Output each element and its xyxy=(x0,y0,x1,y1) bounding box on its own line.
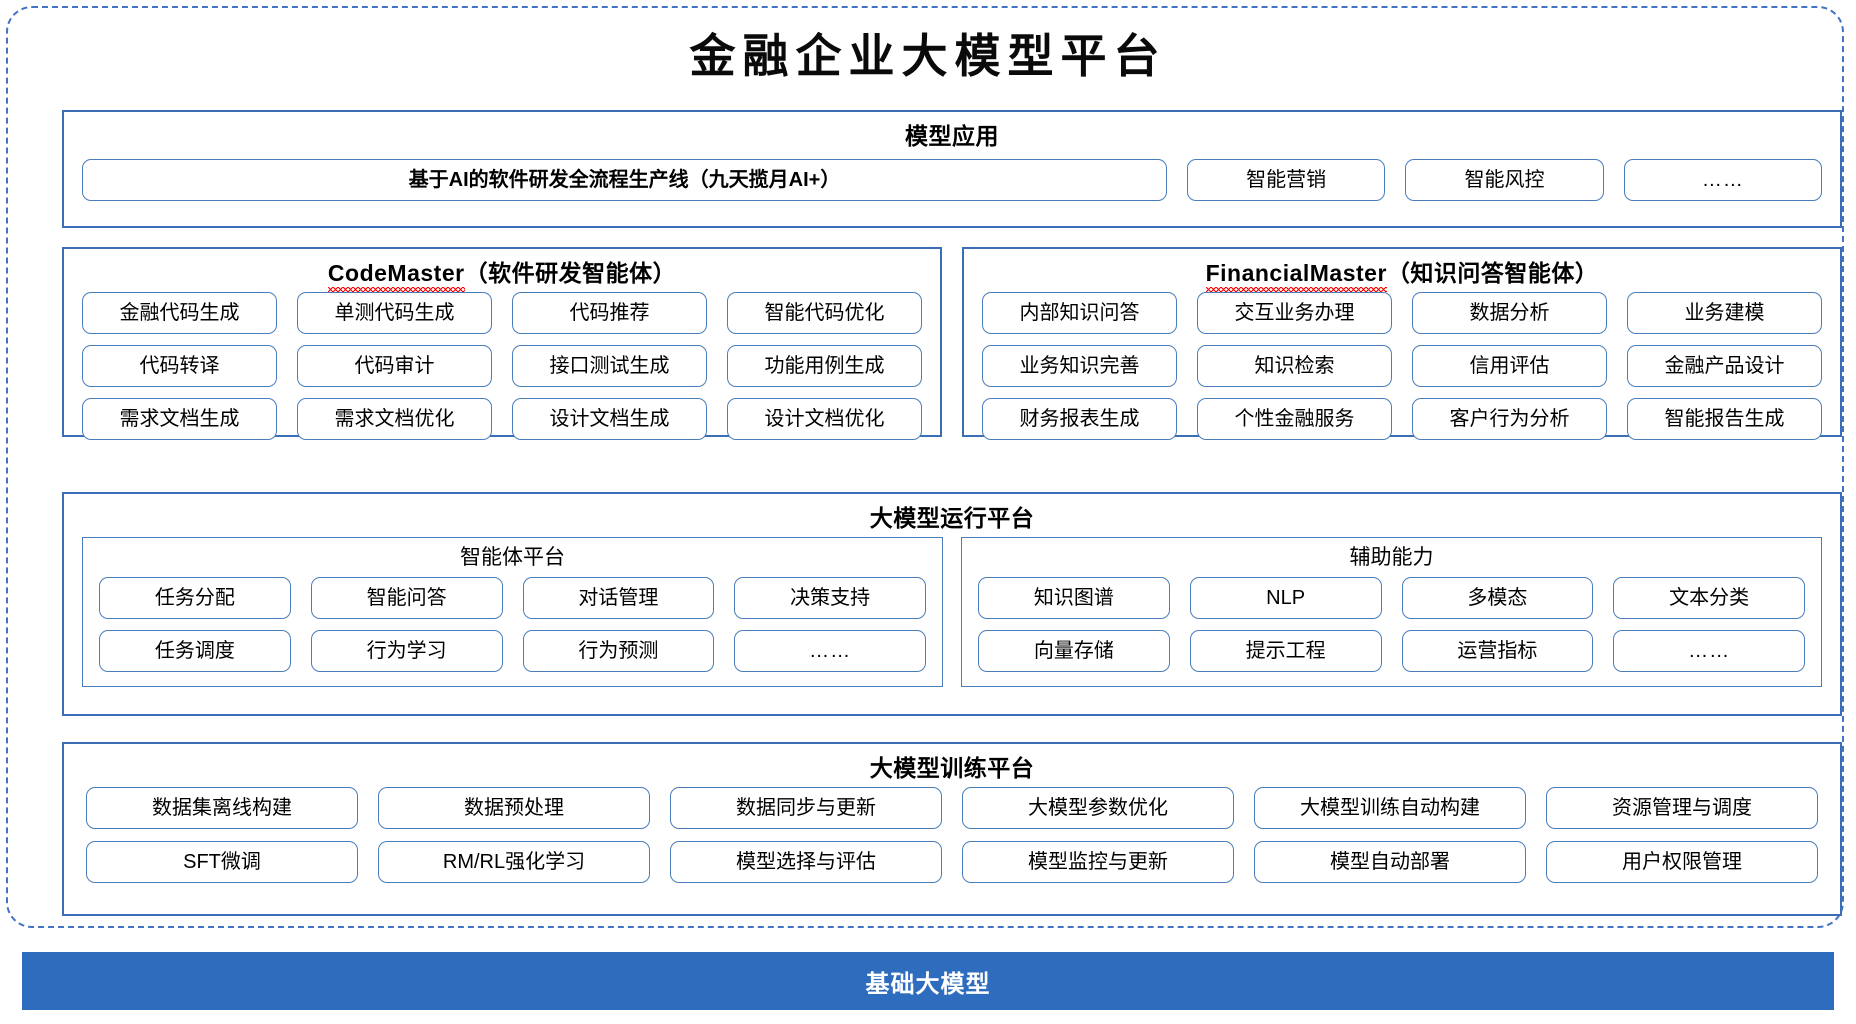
chip-support-capability-1-2[interactable]: NLP xyxy=(1189,577,1382,619)
chip-financial-master-2-2[interactable]: 知识检索 xyxy=(1197,345,1392,387)
chip-code-master-1-2[interactable]: 单测代码生成 xyxy=(297,292,492,334)
chip-code-master-3-3[interactable]: 设计文档生成 xyxy=(512,398,707,440)
chip-financial-master-3-4[interactable]: 智能报告生成 xyxy=(1627,398,1822,440)
chip-agent-platform-1-1[interactable]: 任务分配 xyxy=(99,577,291,619)
chip-support-capability-2-2[interactable]: 提示工程 xyxy=(1189,630,1382,672)
chip-agent-platform-1-3[interactable]: 对话管理 xyxy=(522,577,715,619)
chip-training-2-5[interactable]: 模型自动部署 xyxy=(1254,841,1526,883)
code-master-row-2: 代码转译 代码审计 接口测试生成 功能用例生成 xyxy=(82,345,922,387)
support-capability-grid: 知识图谱 NLP 多模态 文本分类 向量存储 提示工程 运营指标 …… xyxy=(978,577,1805,672)
section-runtime-platform: 大模型运行平台 智能体平台 任务分配 智能问答 对话管理 决策支持 任务调度 行… xyxy=(62,492,1842,716)
chip-code-master-2-3[interactable]: 接口测试生成 xyxy=(512,345,707,387)
chip-support-capability-1-1[interactable]: 知识图谱 xyxy=(978,577,1170,619)
chip-training-1-5[interactable]: 大模型训练自动构建 xyxy=(1254,787,1526,829)
sub-title-agent-platform: 智能体平台 xyxy=(460,546,565,569)
chip-support-capability-1-3[interactable]: 多模态 xyxy=(1401,577,1594,619)
chip-code-master-3-1[interactable]: 需求文档生成 xyxy=(82,398,277,440)
chip-code-master-1-3[interactable]: 代码推荐 xyxy=(512,292,707,334)
financial-master-row-1: 内部知识问答 交互业务办理 数据分析 业务建模 xyxy=(982,292,1822,334)
section-financial-master: FinancialMaster（知识问答智能体） 内部知识问答 交互业务办理 数… xyxy=(962,247,1842,440)
base-model-bar: 基础大模型 xyxy=(22,952,1834,1010)
agent-platform-grid: 任务分配 智能问答 对话管理 决策支持 任务调度 行为学习 行为预测 …… xyxy=(99,577,926,672)
chip-code-master-2-2[interactable]: 代码审计 xyxy=(297,345,492,387)
chip-financial-master-2-1[interactable]: 业务知识完善 xyxy=(982,345,1177,387)
chip-financial-master-1-2[interactable]: 交互业务办理 xyxy=(1197,292,1392,334)
chip-financial-master-1-1[interactable]: 内部知识问答 xyxy=(982,292,1177,334)
runtime-platform-columns: 智能体平台 任务分配 智能问答 对话管理 决策支持 任务调度 行为学习 行为预测… xyxy=(82,537,1822,687)
chip-agent-platform-1-2[interactable]: 智能问答 xyxy=(310,577,503,619)
page-title: 金融企业大模型平台 xyxy=(689,29,1167,83)
chip-smart-marketing[interactable]: 智能营销 xyxy=(1187,159,1386,201)
financial-master-grid: 内部知识问答 交互业务办理 数据分析 业务建模 业务知识完善 知识检索 信用评估… xyxy=(982,292,1822,440)
chip-support-capability-more[interactable]: …… xyxy=(1613,630,1805,672)
chip-more-applications[interactable]: …… xyxy=(1623,159,1822,201)
chip-training-2-6[interactable]: 用户权限管理 xyxy=(1546,841,1818,883)
chip-agent-platform-1-4[interactable]: 决策支持 xyxy=(734,577,926,619)
chip-code-master-1-4[interactable]: 智能代码优化 xyxy=(727,292,922,334)
chip-training-2-1[interactable]: SFT微调 xyxy=(86,841,358,883)
section-title-training-platform: 大模型训练平台 xyxy=(869,755,1035,781)
chip-code-master-3-4[interactable]: 设计文档优化 xyxy=(727,398,922,440)
training-platform-grid: 数据集离线构建 数据预处理 数据同步与更新 大模型参数优化 大模型训练自动构建 … xyxy=(86,787,1818,883)
base-model-label: 基础大模型 xyxy=(865,970,991,998)
panel-agent-platform: 智能体平台 任务分配 智能问答 对话管理 决策支持 任务调度 行为学习 行为预测… xyxy=(82,537,943,687)
financial-master-suffix: （知识问答智能体） xyxy=(1386,260,1599,286)
training-platform-row-1: 数据集离线构建 数据预处理 数据同步与更新 大模型参数优化 大模型训练自动构建 … xyxy=(86,787,1818,829)
section-title-model-application: 模型应用 xyxy=(905,123,999,149)
chip-training-2-3[interactable]: 模型选择与评估 xyxy=(670,841,942,883)
chip-support-capability-1-4[interactable]: 文本分类 xyxy=(1613,577,1805,619)
section-title-financial-master: FinancialMaster（知识问答智能体） xyxy=(964,258,1840,292)
code-master-row-1: 金融代码生成 单测代码生成 代码推荐 智能代码优化 xyxy=(82,292,922,334)
chip-financial-master-2-3[interactable]: 信用评估 xyxy=(1412,345,1607,387)
section-title-runtime-platform: 大模型运行平台 xyxy=(869,505,1035,531)
chip-code-master-2-1[interactable]: 代码转译 xyxy=(82,345,277,387)
chip-training-1-6[interactable]: 资源管理与调度 xyxy=(1546,787,1818,829)
panel-support-capability: 辅助能力 知识图谱 NLP 多模态 文本分类 向量存储 提示工程 运营指标 …… xyxy=(961,537,1822,687)
chip-support-capability-2-1[interactable]: 向量存储 xyxy=(978,630,1170,672)
section-title-code-master: CodeMaster（软件研发智能体） xyxy=(64,258,940,292)
code-master-row-3: 需求文档生成 需求文档优化 设计文档生成 设计文档优化 xyxy=(82,398,922,440)
code-master-grid: 金融代码生成 单测代码生成 代码推荐 智能代码优化 代码转译 代码审计 接口测试… xyxy=(82,292,922,440)
code-master-name: CodeMaster xyxy=(327,260,465,292)
chip-ai-software-pipeline[interactable]: 基于AI的软件研发全流程生产线（九天揽月AI+） xyxy=(82,159,1167,201)
chip-agent-platform-2-2[interactable]: 行为学习 xyxy=(310,630,503,672)
chip-financial-master-3-1[interactable]: 财务报表生成 xyxy=(982,398,1177,440)
chip-training-1-1[interactable]: 数据集离线构建 xyxy=(86,787,358,829)
agent-platform-row-1: 任务分配 智能问答 对话管理 决策支持 xyxy=(99,577,926,619)
chip-code-master-2-4[interactable]: 功能用例生成 xyxy=(727,345,922,387)
section-model-application: 模型应用 基于AI的软件研发全流程生产线（九天揽月AI+） 智能营销 智能风控 … xyxy=(62,110,1842,228)
chip-agent-platform-2-1[interactable]: 任务调度 xyxy=(99,630,291,672)
diagram-outer-frame xyxy=(6,6,1844,928)
training-platform-row-2: SFT微调 RM/RL强化学习 模型选择与评估 模型监控与更新 模型自动部署 用… xyxy=(86,841,1818,883)
chip-training-2-2[interactable]: RM/RL强化学习 xyxy=(378,841,650,883)
chip-smart-risk-control[interactable]: 智能风控 xyxy=(1405,159,1604,201)
financial-master-row-3: 财务报表生成 个性金融服务 客户行为分析 智能报告生成 xyxy=(982,398,1822,440)
chip-financial-master-1-3[interactable]: 数据分析 xyxy=(1412,292,1607,334)
chip-training-1-4[interactable]: 大模型参数优化 xyxy=(962,787,1234,829)
agent-platform-row-2: 任务调度 行为学习 行为预测 …… xyxy=(99,630,926,672)
financial-master-row-2: 业务知识完善 知识检索 信用评估 金融产品设计 xyxy=(982,345,1822,387)
code-master-suffix: （软件研发智能体） xyxy=(464,260,677,286)
financial-master-name: FinancialMaster xyxy=(1205,260,1388,292)
chip-agent-platform-2-3[interactable]: 行为预测 xyxy=(522,630,715,672)
chip-training-2-4[interactable]: 模型监控与更新 xyxy=(962,841,1234,883)
chip-training-1-3[interactable]: 数据同步与更新 xyxy=(670,787,942,829)
chip-training-1-2[interactable]: 数据预处理 xyxy=(378,787,650,829)
chip-financial-master-3-3[interactable]: 客户行为分析 xyxy=(1412,398,1607,440)
chip-agent-platform-more[interactable]: …… xyxy=(734,630,926,672)
chip-support-capability-2-3[interactable]: 运营指标 xyxy=(1401,630,1594,672)
chip-financial-master-3-2[interactable]: 个性金融服务 xyxy=(1197,398,1392,440)
support-capability-row-2: 向量存储 提示工程 运营指标 …… xyxy=(978,630,1805,672)
chip-code-master-1-1[interactable]: 金融代码生成 xyxy=(82,292,277,334)
section-training-platform: 大模型训练平台 数据集离线构建 数据预处理 数据同步与更新 大模型参数优化 大模… xyxy=(62,742,1842,916)
chip-code-master-3-2[interactable]: 需求文档优化 xyxy=(297,398,492,440)
support-capability-row-1: 知识图谱 NLP 多模态 文本分类 xyxy=(978,577,1805,619)
chip-financial-master-2-4[interactable]: 金融产品设计 xyxy=(1627,345,1822,387)
chip-financial-master-1-4[interactable]: 业务建模 xyxy=(1627,292,1822,334)
model-application-row: 基于AI的软件研发全流程生产线（九天揽月AI+） 智能营销 智能风控 …… xyxy=(82,159,1822,201)
sub-title-support-capability: 辅助能力 xyxy=(1349,546,1434,569)
section-code-master: CodeMaster（软件研发智能体） 金融代码生成 单测代码生成 代码推荐 智… xyxy=(62,247,942,440)
